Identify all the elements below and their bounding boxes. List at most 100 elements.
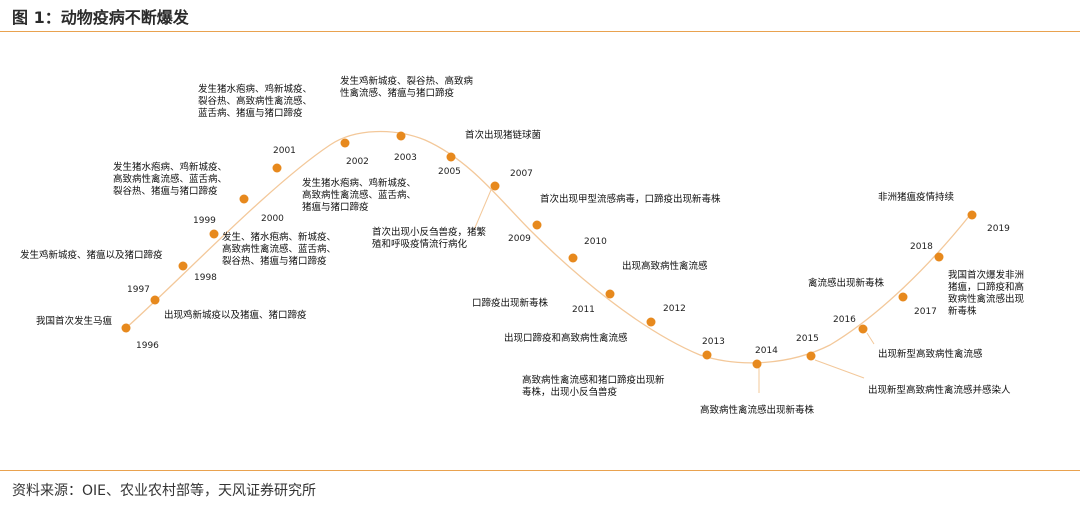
- event-note-line: 出现口蹄疫和高致病性禽流感: [504, 333, 628, 344]
- source-note: 资料来源：OIE、农业农村部等，天风证券研究所: [12, 483, 316, 499]
- timeline-dot-2012: [646, 317, 656, 327]
- event-note-line: 高致病性禽流感、蓝舌病、: [302, 190, 417, 201]
- event-note-2015: 出现新型高致病性禽流感并感染人: [868, 385, 1011, 397]
- event-note-2003: 发生鸡新城疫、裂谷热、高致病性禽流感、猪瘟与猪口蹄疫: [340, 76, 473, 100]
- event-note-line: 我国首次爆发非洲: [948, 270, 1025, 281]
- timeline-dot-2009: [532, 220, 542, 230]
- event-note-2002: 发生猪水疱病、鸡新城疫、高致病性禽流感、蓝舌病、猪瘟与猪口蹄疫: [302, 178, 416, 214]
- timeline-dot-1996: [121, 323, 131, 333]
- event-note-2007: 首次出现小反刍兽疫，猪繁殖和呼吸疫情流行病化: [372, 227, 486, 251]
- bottom-divider: [0, 470, 1080, 471]
- timeline-dot-1998: [178, 261, 188, 271]
- event-note-line: 我国首次发生马瘟: [36, 316, 113, 327]
- timeline-dot-2014: [752, 359, 762, 369]
- event-note-line: 蓝舌病、猪瘟与猪口蹄疫: [198, 108, 303, 119]
- event-note-line: 出现新型高致病性禽流感: [878, 349, 983, 360]
- event-note-line: 殖和呼吸疫情流行病化: [372, 239, 468, 250]
- timeline-dot-1999: [209, 229, 219, 239]
- timeline-dot-2016: [858, 324, 868, 334]
- event-note-line: 出现鸡新城疫以及猪瘟、猪口蹄疫: [164, 310, 307, 321]
- event-note-line: 禽流感出现新毒株: [808, 278, 885, 289]
- event-note-line: 发生鸡新城疫、猪瘟以及猪口蹄疫: [20, 250, 163, 261]
- year-label-2013: 2013: [702, 337, 725, 347]
- year-label-2015: 2015: [796, 334, 819, 344]
- event-note-line: 首次出现甲型流感病毒，口蹄疫出现新毒株: [540, 194, 721, 205]
- year-label-2007: 2007: [510, 169, 533, 179]
- timeline-dot-2018: [934, 252, 944, 262]
- event-note-line: 出现新型高致病性禽流感并感染人: [868, 385, 1011, 396]
- year-label-1998: 1998: [194, 273, 217, 283]
- event-note-line: 高致病性禽流感、蓝舌病、: [222, 244, 337, 255]
- timeline-dot-2005: [446, 152, 456, 162]
- event-note-2012: 出现口蹄疫和高致病性禽流感: [504, 333, 628, 345]
- event-note-2013: 高致病性禽流感和猪口蹄疫出现新毒株，出现小反刍兽疫: [522, 375, 665, 399]
- event-note-line: 新毒株: [948, 306, 977, 317]
- timeline-dot-2000: [239, 194, 249, 204]
- event-note-line: 猪瘟，口蹄疫和高: [948, 282, 1025, 293]
- event-note-2005: 首次出现猪链球菌: [465, 130, 541, 142]
- event-note-line: 发生猪水疱病、鸡新城疫、: [113, 162, 228, 173]
- year-label-2019: 2019: [987, 224, 1010, 234]
- year-label-2002: 2002: [346, 157, 369, 167]
- year-label-2014: 2014: [755, 346, 778, 356]
- event-note-line: 首次出现小反刍兽疫，猪繁: [372, 227, 487, 238]
- year-label-2011: 2011: [572, 305, 595, 315]
- year-label-2010: 2010: [584, 237, 607, 247]
- top-divider: [0, 31, 1080, 32]
- event-note-line: 裂谷热、高致病性禽流感、: [198, 96, 313, 107]
- timeline-dot-2010: [568, 253, 578, 263]
- event-note-line: 裂谷热、猪瘟与猪口蹄疫: [222, 256, 327, 267]
- timeline-dot-2019: [967, 210, 977, 220]
- leader-line: [473, 189, 492, 231]
- event-note-2017: 禽流感出现新毒株: [808, 278, 884, 290]
- year-label-1997: 1997: [127, 285, 150, 295]
- figure-title: 图 1：动物疫病不断爆发: [12, 8, 189, 27]
- leader-line: [866, 332, 875, 345]
- year-label-2018: 2018: [910, 242, 933, 252]
- event-note-line: 出现高致病性禽流感: [622, 261, 708, 272]
- event-note-2000: 发生猪水疱病、鸡新城疫、高致病性禽流感、蓝舌病、裂谷热、猪瘟与猪口蹄疫: [113, 162, 227, 198]
- timeline-dot-1997: [150, 295, 160, 305]
- year-label-2012: 2012: [663, 304, 686, 314]
- leader-line: [814, 359, 865, 379]
- event-note-line: 发生猪水疱病、鸡新城疫、: [198, 84, 313, 95]
- year-label-1999: 1999: [193, 216, 216, 226]
- event-note-2001: 发生猪水疱病、鸡新城疫、裂谷热、高致病性禽流感、蓝舌病、猪瘟与猪口蹄疫: [198, 84, 312, 120]
- event-note-line: 高致病性禽流感、蓝舌病、: [113, 174, 228, 185]
- event-note-2010: 口蹄疫出现新毒株: [472, 298, 548, 310]
- event-note-1999: 发生、猪水疱病、新城疫、高致病性禽流感、蓝舌病、裂谷热、猪瘟与猪口蹄疫: [222, 232, 336, 268]
- event-note-line: 高致病性禽流感出现新毒株: [700, 405, 815, 416]
- event-note-line: 性禽流感、猪瘟与猪口蹄疫: [340, 88, 455, 99]
- event-note-line: 猪瘟与猪口蹄疫: [302, 202, 369, 213]
- year-label-2017: 2017: [914, 307, 937, 317]
- event-note-2011: 出现高致病性禽流感: [622, 261, 708, 273]
- event-note-line: 发生、猪水疱病、新城疫、: [222, 232, 337, 243]
- event-note-line: 高致病性禽流感和猪口蹄疫出现新: [522, 375, 665, 386]
- timeline-dot-2013: [702, 350, 712, 360]
- event-note-line: 首次出现猪链球菌: [465, 130, 542, 141]
- event-note-line: 裂谷热、猪瘟与猪口蹄疫: [113, 186, 218, 197]
- timeline-dot-2017: [898, 292, 908, 302]
- event-note-line: 致病性禽流感出现: [948, 294, 1025, 305]
- event-note-1997: 出现鸡新城疫以及猪瘟、猪口蹄疫: [164, 310, 307, 322]
- event-note-1998: 发生鸡新城疫、猪瘟以及猪口蹄疫: [20, 250, 163, 262]
- event-note-line: 发生鸡新城疫、裂谷热、高致病: [340, 76, 474, 87]
- event-note-2019: 非洲猪瘟疫情持续: [878, 192, 954, 204]
- timeline-dot-2001: [272, 163, 282, 173]
- timeline-curve: [125, 130, 971, 364]
- timeline-dot-2002: [340, 138, 350, 148]
- event-note-2016: 出现新型高致病性禽流感: [878, 349, 983, 361]
- year-label-2005: 2005: [438, 167, 461, 177]
- year-label-2009: 2009: [508, 234, 531, 244]
- event-note-line: 口蹄疫出现新毒株: [472, 298, 549, 309]
- year-label-2016: 2016: [833, 315, 856, 325]
- year-label-1996: 1996: [136, 341, 159, 351]
- event-note-2018: 我国首次爆发非洲猪瘟，口蹄疫和高致病性禽流感出现新毒株: [948, 270, 1024, 318]
- event-note-line: 非洲猪瘟疫情持续: [878, 192, 955, 203]
- year-label-2003: 2003: [394, 153, 417, 163]
- event-note-2014: 高致病性禽流感出现新毒株: [700, 405, 814, 417]
- year-label-2000: 2000: [261, 214, 284, 224]
- event-note-2009: 首次出现甲型流感病毒，口蹄疫出现新毒株: [540, 194, 721, 206]
- event-note-line: 毒株，出现小反刍兽疫: [522, 387, 618, 398]
